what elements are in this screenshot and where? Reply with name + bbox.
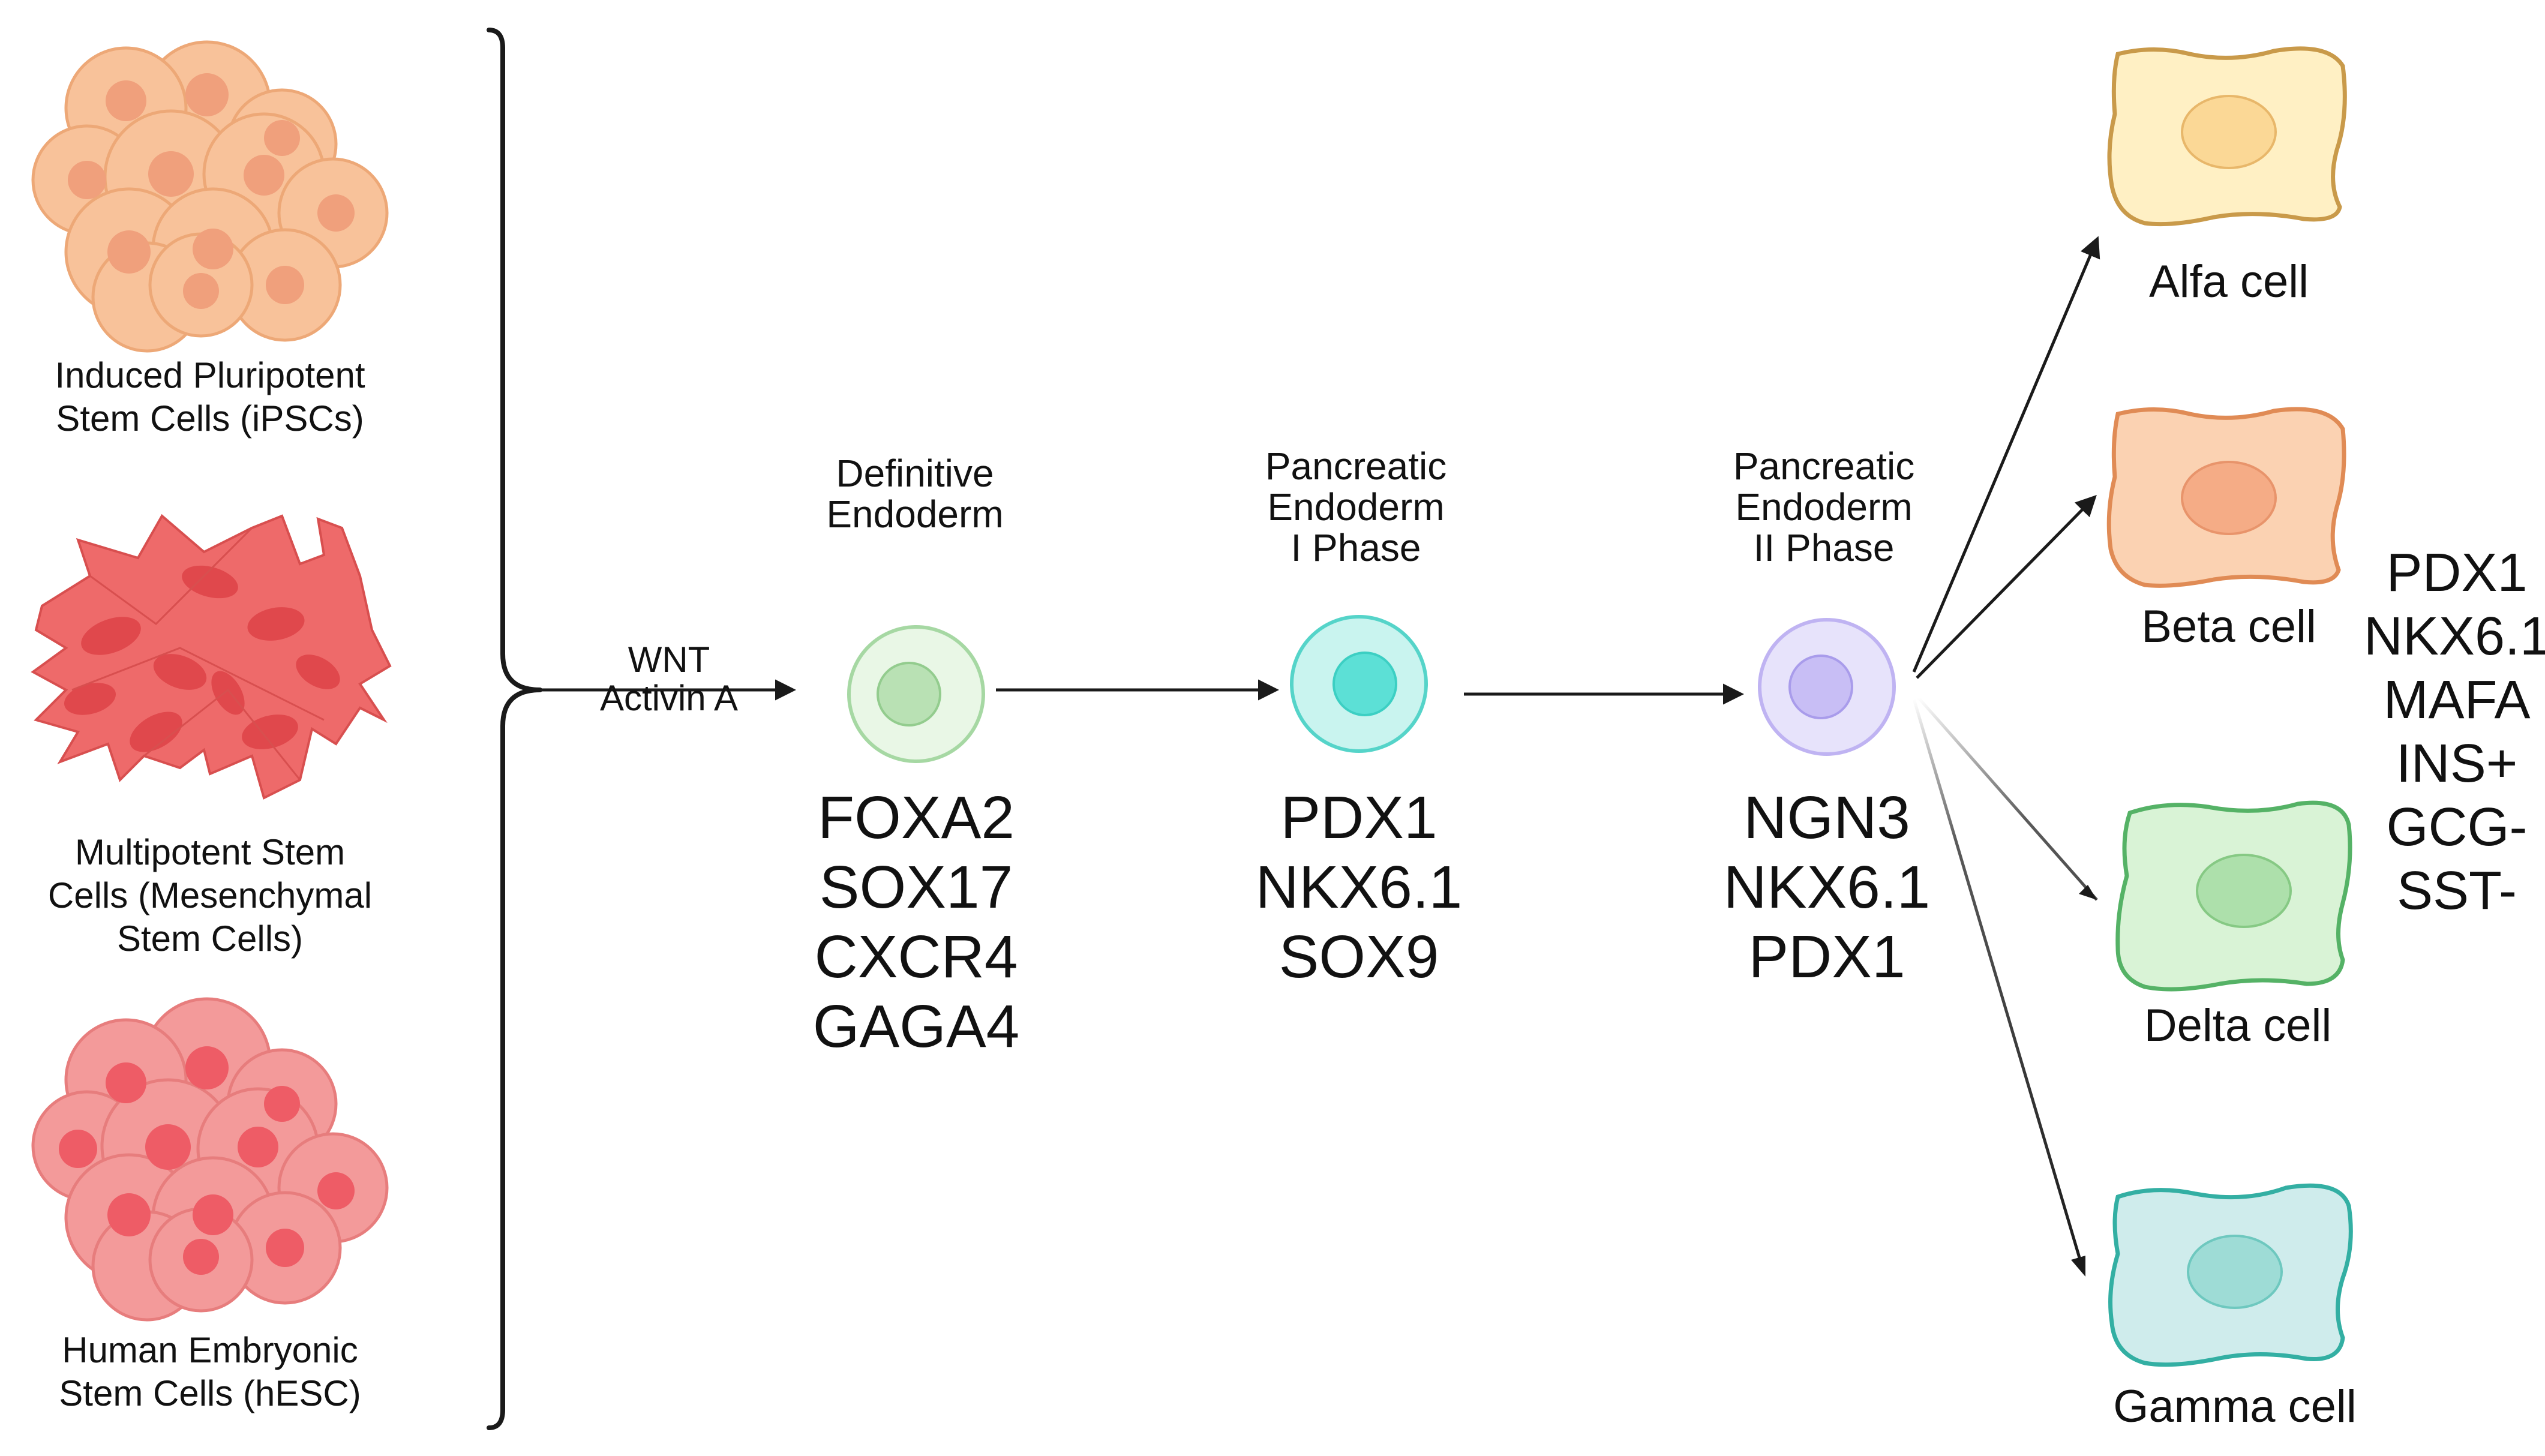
arrow-to-gamma-cell bbox=[1912, 698, 2084, 1266]
pancreatic-endoderm-2-title: Pancreatic Endoderm II Phase bbox=[1733, 445, 1915, 569]
gamma-cell-icon bbox=[2108, 1183, 2353, 1367]
pancreatic-endoderm-2-markers: NGN3 NKX6.1 PDX1 bbox=[1723, 784, 1931, 990]
treatment-label: WNT Activin A bbox=[599, 640, 739, 718]
arrow-to-alfa-cell bbox=[1912, 236, 2100, 673]
delta-cell-icon bbox=[2115, 800, 2352, 992]
hesc-label: Human Embryonic Stem Cells (hESC) bbox=[59, 1330, 361, 1413]
alfa-cell-icon bbox=[2107, 46, 2347, 227]
alfa-cell-label: Alfa cell bbox=[2148, 256, 2309, 307]
hesc-cluster-icon bbox=[31, 997, 389, 1322]
arrow-to-delta-cell bbox=[1916, 695, 2098, 901]
arrow-to-beta-cell bbox=[1916, 495, 2097, 679]
definitive-endoderm-markers: FOXA2 SOX17 CXCR4 GAGA4 bbox=[812, 784, 1020, 1060]
beta-cell-icon bbox=[2106, 407, 2346, 588]
msc-label: Multipotent Stem Cells (Mesenchymal Stem… bbox=[47, 832, 373, 959]
pancreatic-endoderm-1-title: Pancreatic Endoderm I Phase bbox=[1265, 445, 1447, 569]
beta-cell-markers: PDX1 NKX6.1 MAFA INS+ GCG- SST- bbox=[2363, 543, 2545, 921]
pancreatic-endoderm-2-cell-icon bbox=[1758, 618, 1896, 756]
beta-cell-label: Beta cell bbox=[2141, 601, 2316, 652]
ipsc-label: Induced Pluripotent Stem Cells (iPSCs) bbox=[55, 355, 365, 439]
source-brace bbox=[487, 28, 542, 1430]
delta-cell-label: Delta cell bbox=[2144, 1000, 2332, 1051]
ipsc-cluster-icon bbox=[31, 40, 389, 353]
gamma-cell-label: Gamma cell bbox=[2113, 1381, 2357, 1432]
pancreatic-endoderm-1-markers: PDX1 NKX6.1 SOX9 bbox=[1255, 784, 1463, 990]
pancreatic-endoderm-1-cell-icon bbox=[1290, 615, 1428, 753]
msc-cluster-icon bbox=[31, 514, 392, 800]
definitive-endoderm-title: Definitive Endoderm bbox=[826, 452, 1004, 536]
definitive-endoderm-cell-icon bbox=[847, 625, 985, 763]
